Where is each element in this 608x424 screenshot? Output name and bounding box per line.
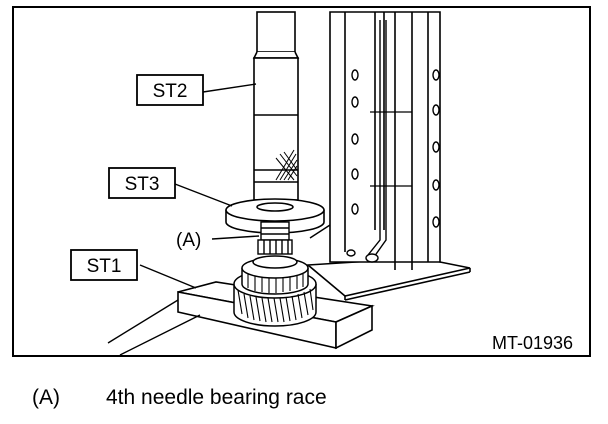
press-base [305,257,471,301]
column-holes [351,69,440,228]
label-a: (A) [176,230,201,251]
knurled-grip [275,149,298,181]
gear-assembly [233,255,317,327]
label-box-st2 [136,74,204,106]
label-st2: ST2 [153,81,188,102]
caption-key: (A) [32,386,60,409]
caption-text: 4th needle bearing race [106,386,327,409]
floor-lines [107,224,331,356]
gear-teeth [237,274,314,323]
ram-shaft [252,11,300,201]
figure-code: MT-01936 [492,333,573,353]
pressure-plate [225,198,325,234]
bearing-race [257,221,293,255]
figure-frame [12,6,591,357]
label-st1: ST1 [87,256,122,277]
press-column [329,11,441,270]
leader-lines [139,83,260,289]
label-box-st1 [70,249,138,281]
label-st3: ST3 [125,174,160,195]
label-box-st3 [108,167,176,199]
hydraulic-line [346,20,387,263]
